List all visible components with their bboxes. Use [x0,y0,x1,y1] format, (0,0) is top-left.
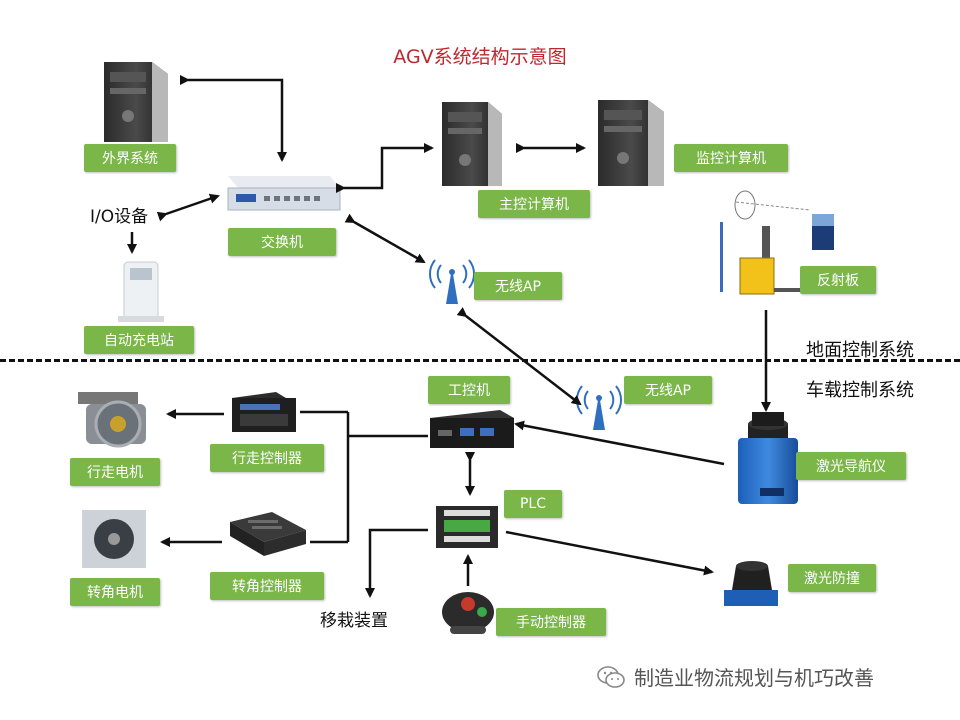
label-laser-navigator: 激光导航仪 [796,452,906,480]
label-main-computer: 主控计算机 [478,190,590,218]
wechat-icon [597,665,625,688]
industrial-pc-icon [430,410,514,448]
laser-anti-collision-icon [724,561,778,606]
diagram-title: AGV系统结构示意图 [393,46,567,68]
external-system-pc-icon [104,62,168,142]
label-laser-anti-collision: 激光防撞 [788,564,876,592]
drive-controller-icon [232,392,296,432]
zone-vehicle-control: 车载控制系统 [806,380,914,401]
label-steering-controller: 转角控制器 [210,572,324,600]
watermark: 制造业物流规划与机巧改善 [596,662,874,691]
steering-motor-icon [82,510,146,568]
label-charging-station: 自动充电站 [84,326,194,354]
watermark-text: 制造业物流规划与机巧改善 [634,666,874,690]
label-wireless-ap-bottom: 无线AP [624,376,712,404]
label-wireless-ap-top: 无线AP [474,272,562,300]
label-reflector: 反射板 [800,266,876,294]
agv-forklift-reflector-icon [720,190,834,295]
label-drive-controller: 行走控制器 [210,444,324,472]
label-monitor-computer: 监控计算机 [674,144,788,172]
main-computer-pc-icon [442,102,502,186]
label-manual-controller: 手动控制器 [496,608,606,636]
wireless-ap-bottom-icon [575,385,623,430]
laser-navigator-icon [738,412,798,504]
zone-ground-control: 地面控制系统 [806,340,914,361]
label-switch: 交换机 [228,228,336,256]
charging-station-icon [118,261,164,322]
wireless-ap-top-icon [428,259,476,304]
label-drive-motor: 行走电机 [70,458,160,486]
label-steering-motor: 转角电机 [70,578,160,606]
drive-motor-icon [78,392,146,448]
manual-controller-icon [442,592,494,634]
label-io-device: I/O设备 [90,207,149,227]
steering-controller-icon [230,512,306,556]
switch-device-icon [227,176,341,211]
label-transfer-device: 移栽装置 [320,611,388,631]
plc-icon [436,506,498,548]
monitor-computer-pc-icon [598,100,664,186]
label-plc: PLC [504,490,562,518]
zone-divider [0,359,960,362]
label-external-system: 外界系统 [84,144,176,172]
label-industrial-pc: 工控机 [428,376,510,404]
